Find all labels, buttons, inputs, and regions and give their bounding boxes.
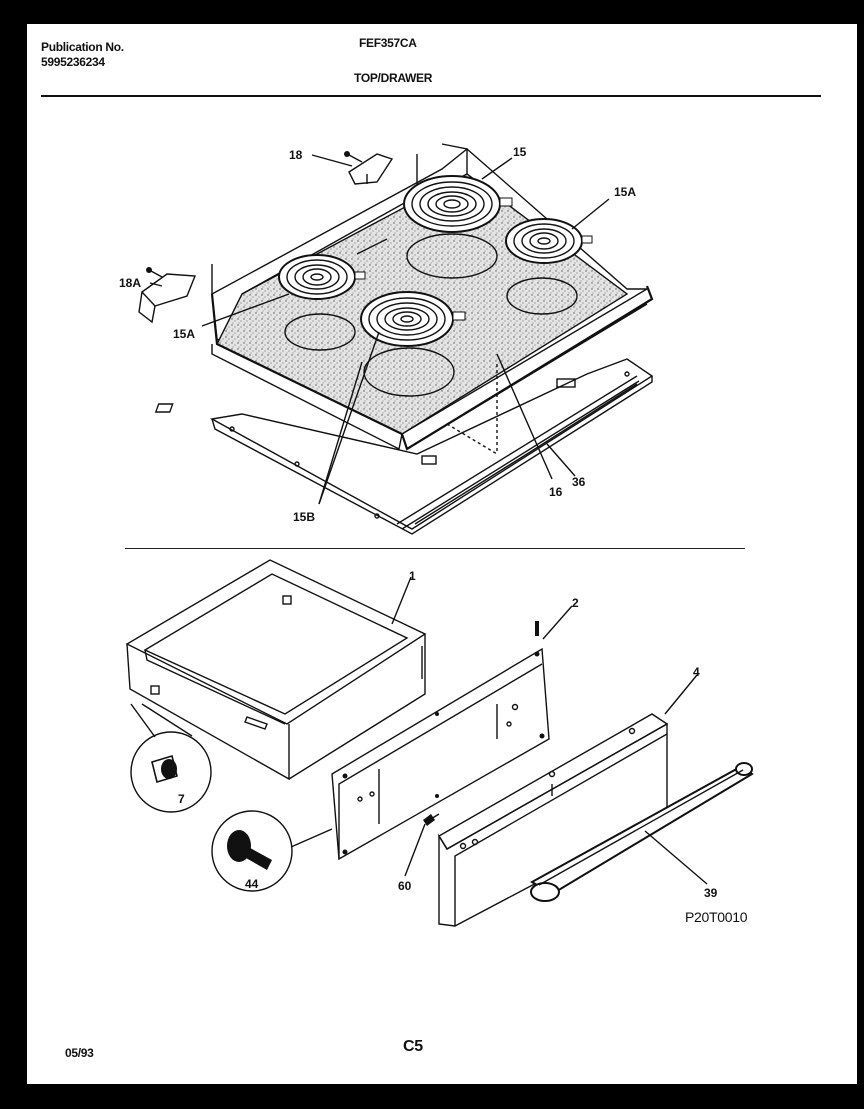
cooktop-base-pan (154, 358, 654, 535)
publication-label: Publication No. (41, 40, 124, 54)
bracket-18 (344, 151, 394, 185)
callout-15a-right: 15A (614, 185, 636, 199)
callout-18a: 18A (119, 276, 141, 290)
callout-4: 4 (693, 665, 700, 679)
cooktop-leaders (149, 154, 610, 505)
drawer-handle (529, 762, 754, 902)
callout-2: 2 (572, 596, 579, 610)
exploded-parts-drawing: 18 15 15A 18A 15A 15B 16 36 (119, 143, 754, 927)
callout-60: 60 (398, 879, 412, 893)
callout-15b: 15B (293, 510, 315, 524)
screw-detail-circle (211, 810, 333, 892)
publication-number: 5995236234 (41, 55, 105, 69)
drawer-body (125, 559, 427, 781)
callout-39: 39 (704, 886, 718, 900)
callout-1: 1 (409, 569, 416, 583)
drawer-leaders (391, 576, 708, 885)
element-large-rear (403, 175, 513, 233)
front-trim-strips (396, 375, 640, 530)
page-code: C5 (403, 1038, 423, 1055)
callout-15a-left: 15A (173, 327, 195, 341)
element-small-right (505, 218, 593, 264)
callout-36: 36 (572, 475, 586, 489)
model-number: FEF357CA (359, 36, 417, 50)
figure-code: P20T0010 (685, 909, 748, 925)
roller-detail-circle (130, 703, 212, 813)
callout-16: 16 (549, 485, 563, 499)
callout-18: 18 (289, 148, 303, 162)
bracket-18a (138, 267, 197, 324)
screw-60 (423, 813, 440, 826)
callout-15: 15 (513, 145, 527, 159)
section-title: TOP/DRAWER (354, 71, 433, 85)
drawer-panel (331, 621, 550, 861)
drawer-front (438, 713, 669, 927)
callout-44: 44 (245, 877, 259, 891)
element-small-left (278, 254, 366, 300)
element-front-large (360, 291, 466, 347)
header-rule (41, 95, 821, 97)
section-divider (125, 548, 745, 549)
callout-7: 7 (178, 792, 185, 806)
surface-ring-marks (284, 233, 578, 397)
diagram-sheet: Publication No. 5995236234 FEF357CA TOP/… (27, 24, 857, 1084)
cooktop-assembly (138, 143, 654, 535)
footer-date: 05/93 (65, 1046, 94, 1060)
